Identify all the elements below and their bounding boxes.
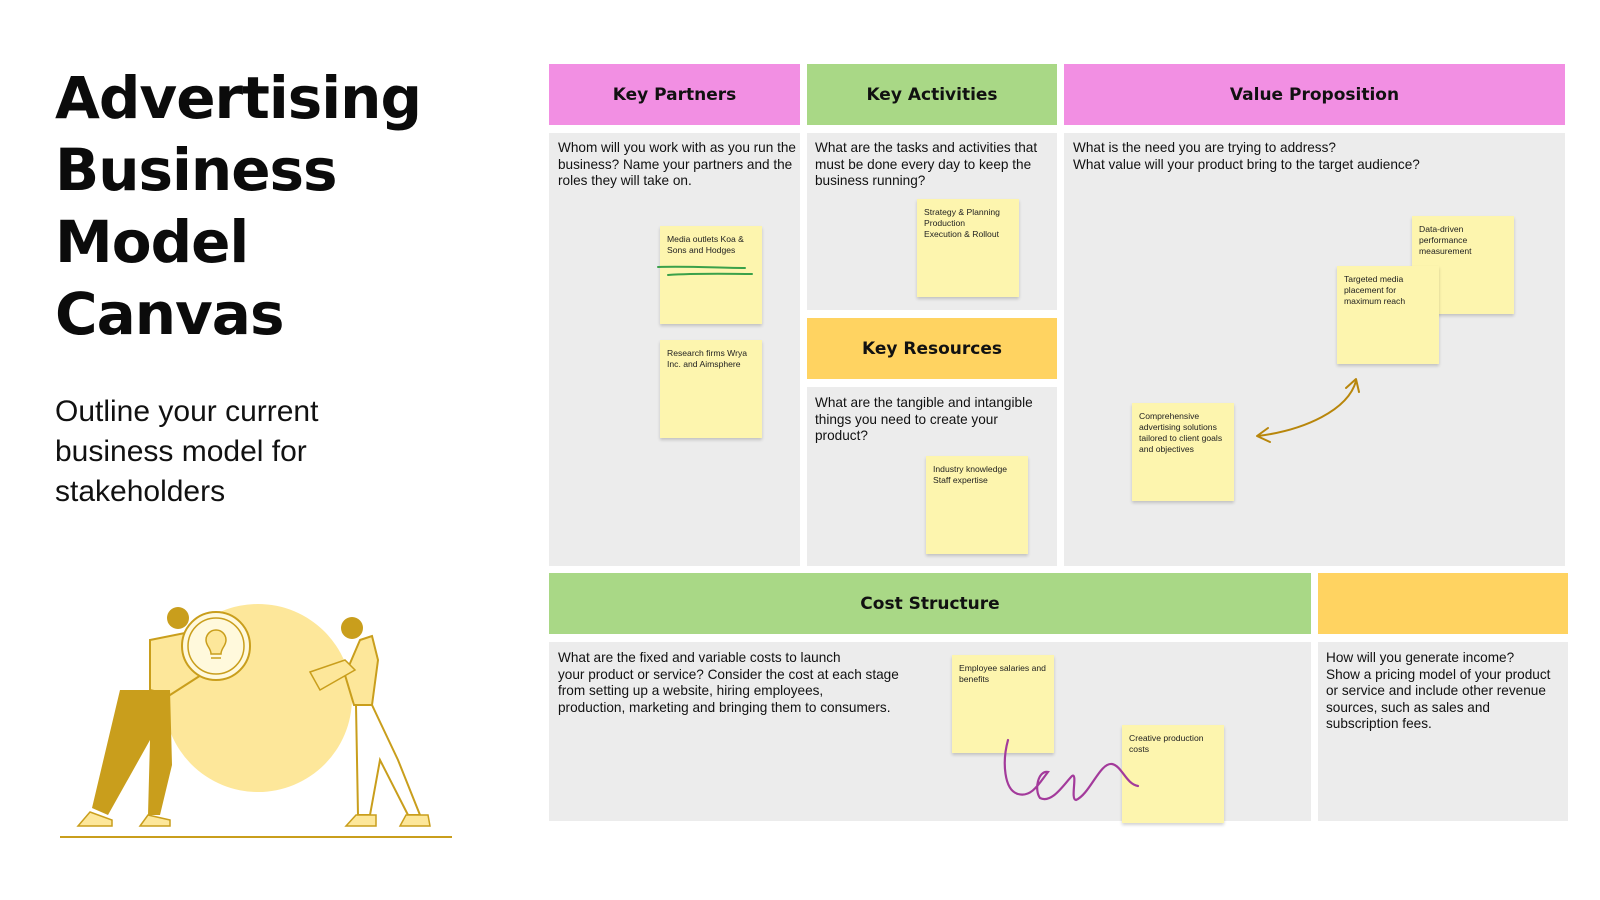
section-title: Key Partners: [612, 84, 737, 105]
key-partners-prompt: Whom will you work with as you run the b…: [558, 140, 796, 188]
sticky-note[interactable]: Comprehensive advertising solutions tail…: [1132, 403, 1234, 501]
value-proposition-panel[interactable]: [1064, 133, 1565, 566]
sticky-note[interactable]: Strategy & Planning Production Execution…: [917, 199, 1019, 297]
canvas-title: Advertising Business Model Canvas: [55, 62, 475, 350]
sticky-note[interactable]: Employee salaries and benefits: [952, 655, 1054, 753]
revenue-streams-panel[interactable]: [1318, 642, 1568, 821]
title-line: Advertising: [55, 64, 422, 132]
value-proposition-header: Value Proposition: [1064, 64, 1565, 125]
key-resources-prompt: What are the tangible and intangible thi…: [815, 395, 1033, 443]
key-activities-prompt: What are the tasks and activities that m…: [815, 140, 1038, 188]
sticky-note[interactable]: Industry knowledge Staff expertise: [926, 456, 1028, 554]
section-title: Key Resources: [861, 338, 1003, 359]
cost-structure-prompt: What are the fixed and variable costs to…: [558, 650, 899, 715]
key-activities-header: Key Activities: [807, 64, 1057, 125]
canvas-subtitle: Outline your current business model for …: [55, 395, 319, 508]
sticky-note[interactable]: Media outlets Koa & Sons and Hodges: [660, 226, 762, 324]
title-line: Model: [55, 208, 249, 276]
revenue-streams-prompt: How will you generate income? Show a pri…: [1326, 650, 1551, 731]
cost-structure-header: Cost Structure: [549, 573, 1311, 634]
title-line: Canvas: [55, 280, 284, 348]
value-proposition-prompt: What is the need you are trying to addre…: [1073, 140, 1420, 172]
sticky-note[interactable]: Creative production costs: [1122, 725, 1224, 823]
section-title: Key Activities: [866, 84, 998, 105]
section-title: Value Proposition: [1229, 84, 1400, 105]
key-partners-header: Key Partners: [549, 64, 800, 125]
title-line: Business: [55, 136, 338, 204]
sticky-note[interactable]: Research firms Wrya Inc. and Aimsphere: [660, 340, 762, 438]
sticky-note[interactable]: Targeted media placement for maximum rea…: [1337, 266, 1439, 364]
key-resources-header: Key Resources: [807, 318, 1057, 379]
people-pushing-idea-illustration: [60, 604, 452, 838]
revenue-streams-header: [1318, 573, 1568, 634]
section-title: Cost Structure: [860, 593, 1000, 614]
